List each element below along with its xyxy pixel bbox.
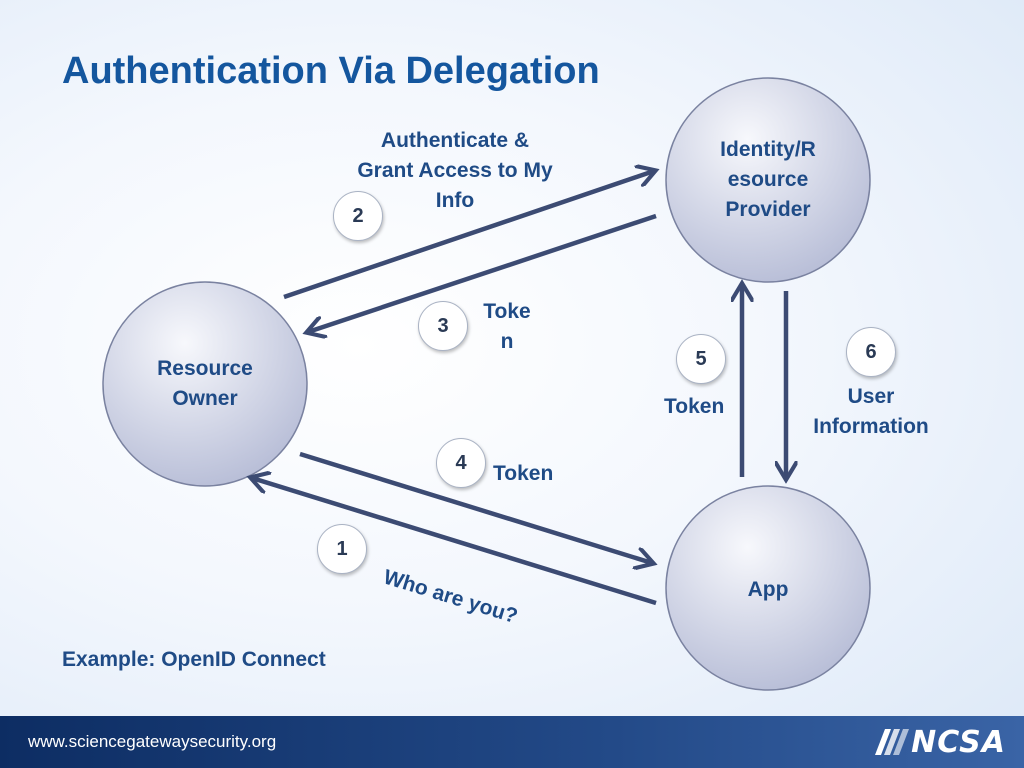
example-caption: Example: OpenID Connect bbox=[62, 648, 326, 671]
footer-url: www.sciencegatewaysecurity.org bbox=[28, 732, 277, 751]
app-node bbox=[665, 485, 871, 691]
step-label-3: Toke n bbox=[483, 300, 531, 353]
identity-provider-node bbox=[665, 77, 871, 283]
arrow-step-2 bbox=[283, 171, 654, 300]
arrow-step-1 bbox=[252, 478, 657, 606]
arrow-step-3 bbox=[308, 213, 657, 332]
step-label-4: Token bbox=[493, 462, 554, 485]
ncsa-stripes-icon bbox=[875, 729, 910, 755]
step-label-5: Token bbox=[664, 395, 725, 418]
step-badge-1: 1 bbox=[317, 524, 367, 574]
delegation-diagram bbox=[102, 77, 871, 691]
step-badge-5: 5 bbox=[676, 334, 726, 384]
resource-owner-label: Resource Owner bbox=[157, 357, 253, 410]
app-label: App bbox=[747, 578, 789, 601]
ncsa-logo-text: NCSA bbox=[911, 724, 1006, 760]
step-badge-6: 6 bbox=[846, 327, 896, 377]
slide-title: Authentication Via Delegation bbox=[62, 50, 600, 92]
step-label-2: Authenticate & Grant Access to My Info bbox=[357, 129, 553, 212]
step-badge-4: 4 bbox=[436, 438, 486, 488]
arrow-step-4 bbox=[299, 451, 652, 563]
ncsa-logo: NCSA bbox=[875, 724, 1006, 760]
step-badge-2: 2 bbox=[333, 191, 383, 241]
step-label-6: User Information bbox=[813, 385, 929, 438]
step-badge-3: 3 bbox=[418, 301, 468, 351]
footer-bar: www.sciencegatewaysecurity.org NCSA bbox=[0, 716, 1024, 768]
identity-provider-label: Identity/R esource Provider bbox=[720, 138, 816, 221]
resource-owner-node bbox=[102, 281, 308, 487]
